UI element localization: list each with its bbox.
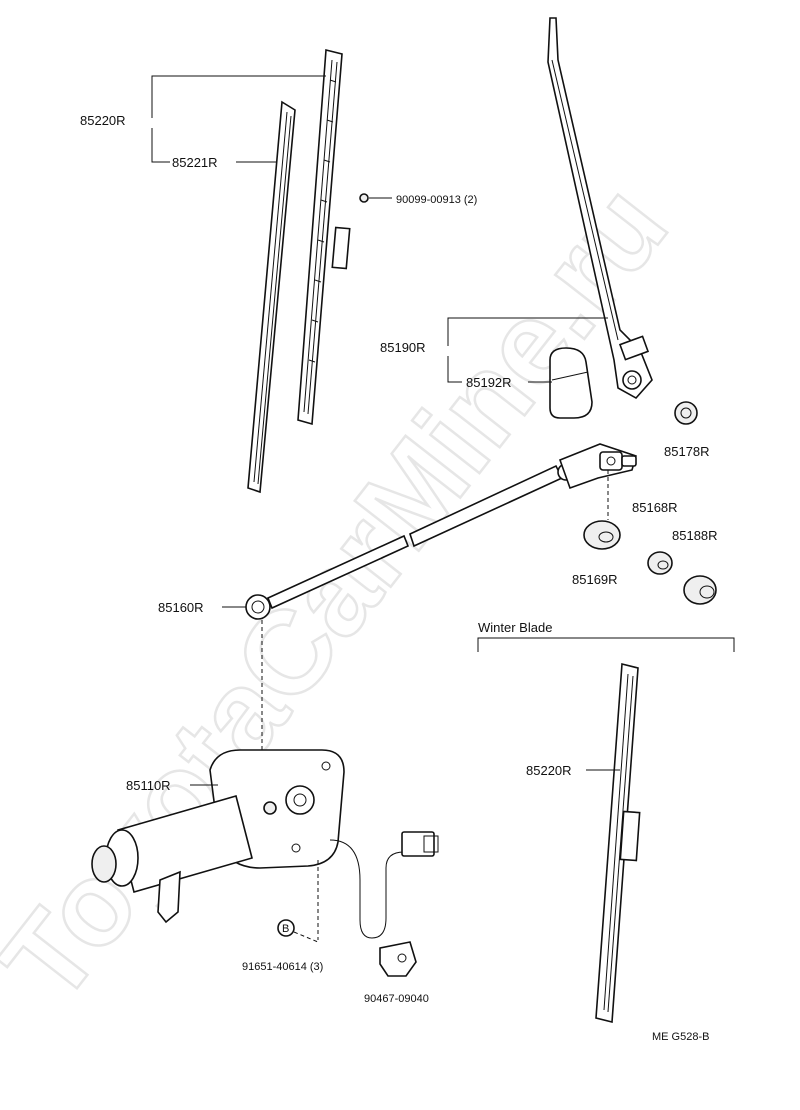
label-90099-00913: 90099-00913 (2)	[396, 194, 477, 206]
label-85220R: 85220R	[80, 113, 126, 128]
winter-blade	[477, 637, 735, 1024]
wiper-blade	[297, 48, 351, 426]
watermark-text: ToyotaCarMine.ru	[0, 161, 693, 1026]
nut-85168	[647, 551, 673, 575]
label-85220R-winter: 85220R	[526, 763, 572, 778]
label-85188R: 85188R	[672, 528, 718, 543]
wiper-arm	[547, 17, 653, 400]
screw-90099	[359, 193, 392, 203]
label-90467-09040: 90467-09040	[364, 993, 429, 1005]
label-85190R: 85190R	[380, 340, 426, 355]
pivot-assembly	[558, 443, 637, 520]
label-91651-40614: 91651-40614 (3)	[242, 961, 323, 973]
bolt-91651: B	[277, 919, 295, 937]
blade-refill	[247, 100, 296, 494]
label-85192R: 85192R	[466, 375, 512, 390]
label-85168R: 85168R	[632, 500, 678, 515]
label-winter-blade: Winter Blade	[478, 620, 552, 635]
cap-85188	[683, 575, 717, 605]
label-85110R: 85110R	[126, 778, 171, 793]
label-85169R: 85169R	[572, 572, 618, 587]
label-85160R: 85160R	[158, 600, 204, 615]
label-85221R: 85221R	[172, 155, 218, 170]
arm-cap	[549, 347, 593, 419]
leader-lines	[151, 75, 620, 786]
label-diagram-code: ME G528-B	[652, 1031, 709, 1043]
grommet-85169	[583, 520, 621, 550]
nut-85178	[674, 401, 698, 425]
clip-90467	[379, 941, 417, 977]
label-85178R: 85178R	[664, 444, 710, 459]
svg-text:B: B	[282, 923, 289, 935]
wiper-motor	[91, 749, 345, 924]
wire-harness	[293, 831, 439, 943]
